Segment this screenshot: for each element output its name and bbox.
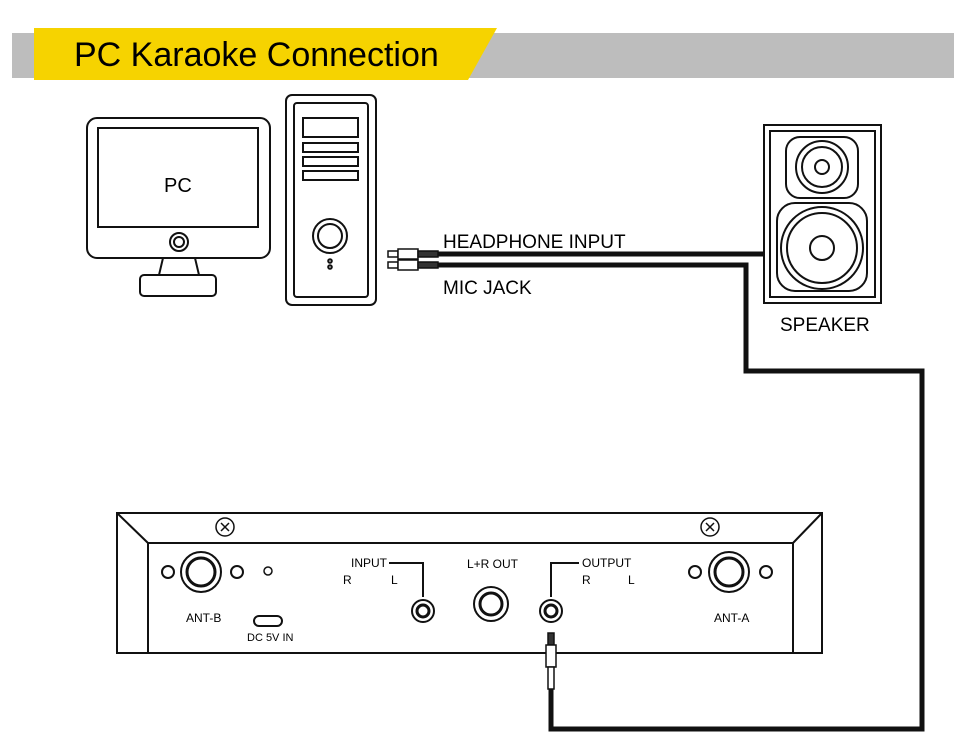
- output-plug-icon: [545, 632, 557, 690]
- cables: [438, 251, 925, 732]
- dc-in-label: DC 5V IN: [247, 632, 294, 644]
- receiver-body: [116, 512, 823, 654]
- tower-drive-bay-1: [302, 117, 359, 138]
- output-label: OUTPUT: [582, 556, 632, 570]
- input-r-label: R: [343, 573, 352, 587]
- ant-b-label: ANT-B: [186, 611, 221, 625]
- tower-drive-bay-3: [302, 156, 359, 167]
- ant-a-connector-icon: [688, 551, 773, 593]
- led-indicator-icon: [263, 566, 273, 576]
- input-bracket: [389, 562, 424, 597]
- lr-out-jack-icon[interactable]: [473, 586, 509, 622]
- screw-right-icon: [700, 517, 720, 537]
- output-l-label: L: [628, 573, 635, 587]
- monitor-stand: [157, 257, 201, 276]
- screw-left-icon: [215, 517, 235, 537]
- input-jack-icon[interactable]: [411, 599, 435, 623]
- lr-out-label: L+R OUT: [467, 557, 519, 571]
- speaker: [763, 124, 882, 304]
- header-yellow-tab: [34, 28, 497, 80]
- header-banner: PC Karaoke Connection: [12, 28, 954, 80]
- tower-drive-bay-2: [302, 142, 359, 153]
- pc-label: PC: [164, 175, 192, 197]
- output-jack-icon[interactable]: [539, 599, 563, 623]
- pc-monitor: [86, 117, 271, 297]
- output-bracket: [550, 562, 579, 597]
- receiver-panel: [147, 542, 794, 654]
- usb-c-port-icon: [253, 615, 283, 627]
- speaker-label: SPEAKER: [780, 315, 870, 336]
- output-r-label: R: [582, 573, 591, 587]
- ant-a-label: ANT-A: [714, 611, 749, 625]
- ant-b-connector-icon: [161, 551, 244, 593]
- tower-led-icon: [327, 258, 333, 264]
- mic-jack-label: MIC JACK: [443, 278, 532, 299]
- input-label: INPUT: [351, 556, 388, 570]
- pc-tower: [285, 94, 377, 306]
- tower-drive-bay-4: [302, 170, 359, 181]
- mic-cable: [438, 262, 925, 732]
- input-l-label: L: [391, 573, 398, 587]
- header-title: PC Karaoke Connection: [74, 36, 439, 74]
- headphone-input-label: HEADPHONE INPUT: [443, 232, 626, 253]
- monitor-base: [139, 274, 217, 297]
- monitor-screen: [97, 127, 259, 228]
- mic-plug-icon: [387, 259, 439, 271]
- headphone-plug-icon: [387, 248, 439, 260]
